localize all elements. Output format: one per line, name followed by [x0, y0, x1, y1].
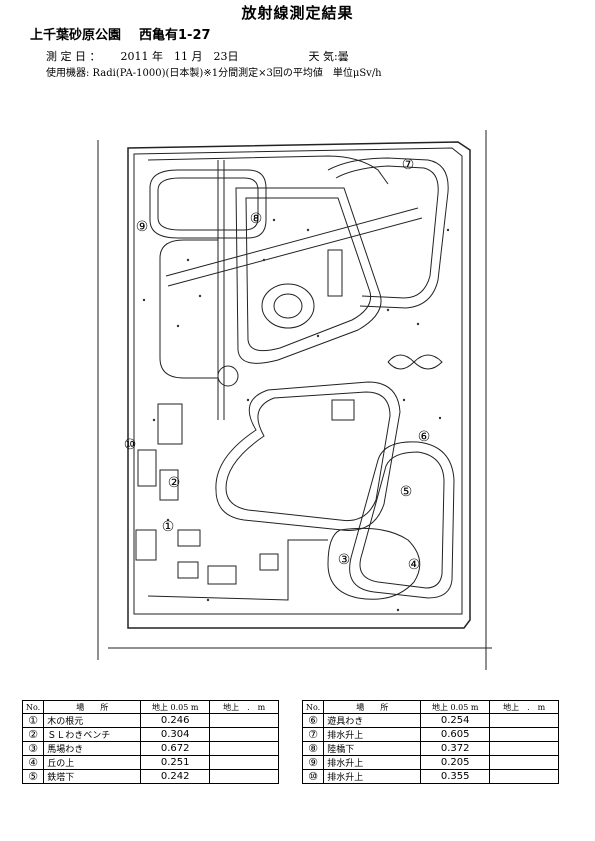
row-blank [489, 727, 560, 742]
results-table-right: No. 場 所 地上 0.05 m 地上 . m ⑥ 遊具わき 0.254 ⑦ … [301, 700, 560, 784]
row-blank [209, 769, 280, 784]
table-row: ⑨ 排水升上 0.205 [301, 755, 560, 770]
row-place: 丘の上 [43, 755, 142, 770]
map-marker-10: ⑩ [124, 437, 137, 453]
page-title: 放射線測定結果 [241, 4, 354, 22]
map-marker-3: ③ [338, 552, 351, 568]
row-place: 遊具わき [323, 713, 422, 728]
row-place: 馬場わき [43, 741, 142, 756]
map-marker-5: ⑤ [400, 484, 413, 500]
row-no: ② [21, 727, 45, 742]
row-place: ＳＬわきベンチ [43, 727, 142, 742]
row-place: 排水升上 [323, 727, 422, 742]
row-value: 0.242 [140, 769, 211, 784]
row-blank [489, 769, 560, 784]
row-blank [209, 713, 280, 728]
row-no: ⑩ [301, 769, 325, 784]
table-row: ⑤ 鉄塔下 0.242 [21, 769, 280, 784]
row-no: ⑧ [301, 741, 325, 756]
row-value: 0.205 [420, 755, 491, 770]
row-blank [209, 727, 280, 742]
weather-value: 曇 [337, 50, 349, 63]
table-header-row: No. 場 所 地上 0.05 m 地上 . m [21, 700, 280, 714]
row-value: 0.605 [420, 727, 491, 742]
map-marker-8: ⑧ [250, 211, 263, 227]
row-value: 0.251 [140, 755, 211, 770]
map-marker-7: ⑦ [402, 157, 415, 173]
header-place: 場 所 [43, 700, 142, 714]
map-marker-4: ④ [408, 557, 421, 573]
equipment-note: 使用機器: Radi(PA-1000)(日本製)※1分間測定×3回の平均値 単位… [46, 68, 382, 79]
row-value: 0.672 [140, 741, 211, 756]
row-value: 0.355 [420, 769, 491, 784]
table-row: ⑥ 遊具わき 0.254 [301, 713, 560, 728]
row-place: 木の根元 [43, 713, 142, 728]
row-no: ③ [21, 741, 45, 756]
row-no: ① [21, 713, 45, 728]
park-heading: 上千葉砂原公園 西亀有1-27 [30, 24, 229, 43]
header-height-005: 地上 0.05 m [420, 700, 491, 714]
header-place: 場 所 [323, 700, 422, 714]
table-row: ⑦ 排水升上 0.605 [301, 727, 560, 742]
table-header-row: No. 場 所 地上 0.05 m 地上 . m [301, 700, 560, 714]
row-blank [489, 755, 560, 770]
map-marker-1: ① [162, 519, 175, 535]
header-no: No. [21, 700, 45, 714]
date-value: 2011 年 11 月 23日 [120, 50, 239, 63]
table-row: ④ 丘の上 0.251 [21, 755, 280, 770]
row-no: ⑨ [301, 755, 325, 770]
row-place: 陸橋下 [323, 741, 422, 756]
map-marker-6: ⑥ [418, 429, 431, 445]
row-no: ⑦ [301, 727, 325, 742]
row-place: 排水升上 [323, 755, 422, 770]
row-value: 0.372 [420, 741, 491, 756]
table-row: ② ＳＬわきベンチ 0.304 [21, 727, 280, 742]
map-marker-2: ② [168, 475, 181, 491]
header-height-blank: 地上 . m [489, 700, 560, 714]
row-no: ⑤ [21, 769, 45, 784]
park-address: 西亀有1-27 [139, 28, 211, 43]
table-row: ⑧ 陸橋下 0.372 [301, 741, 560, 756]
row-value: 0.254 [420, 713, 491, 728]
results-table-left: No. 場 所 地上 0.05 m 地上 . m ① 木の根元 0.246 ② … [21, 700, 280, 784]
row-value: 0.304 [140, 727, 211, 742]
row-blank [209, 741, 280, 756]
header-height-blank: 地上 . m [209, 700, 280, 714]
weather-label: 天 気: [308, 50, 338, 63]
table-row: ① 木の根元 0.246 [21, 713, 280, 728]
row-no: ④ [21, 755, 45, 770]
measurement-date-row: 測 定 日 ： 2011 年 11 月 23日 天 気:曇 [46, 48, 349, 64]
date-label: 測 定 日 ： [46, 50, 101, 63]
map-marker-9: ⑨ [136, 219, 149, 235]
row-place: 排水升上 [323, 769, 422, 784]
park-name: 上千葉砂原公園 [30, 28, 122, 43]
header-no: No. [301, 700, 325, 714]
table-row: ⑩ 排水升上 0.355 [301, 769, 560, 784]
row-place: 鉄塔下 [43, 769, 142, 784]
row-blank [489, 741, 560, 756]
row-blank [209, 755, 280, 770]
row-value: 0.246 [140, 713, 211, 728]
row-no: ⑥ [301, 713, 325, 728]
header-height-005: 地上 0.05 m [140, 700, 211, 714]
park-map: ① ② ③ ④ ⑤ ⑥ ⑦ ⑧ ⑨ ⑩ [97, 130, 492, 670]
row-blank [489, 713, 560, 728]
table-row: ③ 馬場わき 0.672 [21, 741, 280, 756]
